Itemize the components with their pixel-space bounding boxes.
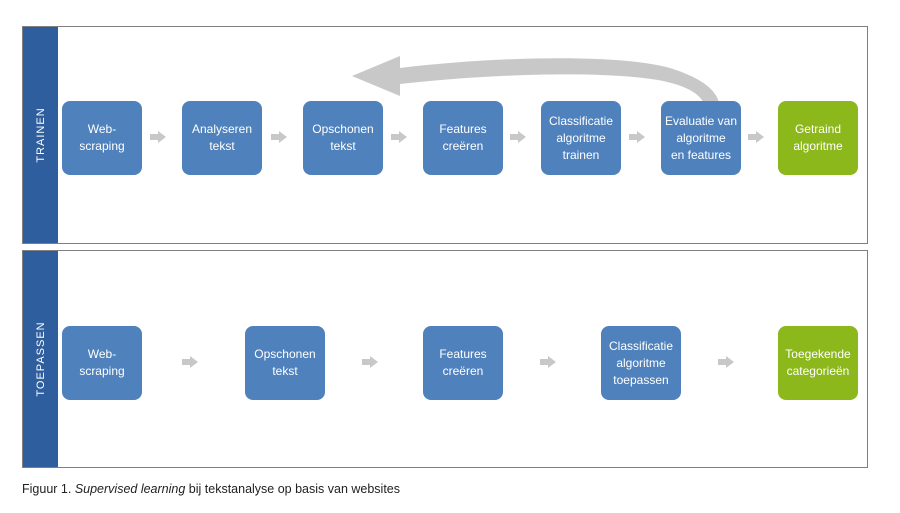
- train-step-analyseren: Analyseren tekst: [182, 101, 262, 175]
- train-label: TRAINEN: [34, 107, 47, 163]
- flow-arrow-icon: [629, 131, 645, 143]
- train-step-webscraping: Web- scraping: [62, 101, 142, 175]
- flow-arrow-icon: [748, 131, 764, 143]
- flow-arrow-icon: [540, 356, 556, 368]
- train-step-evaluatie: Evaluatie van algoritme en features: [661, 101, 741, 175]
- feedback-loop-arrow: [352, 56, 720, 110]
- flow-arrow-icon: [271, 131, 287, 143]
- figure-caption: Figuur 1. Supervised learning bij teksta…: [22, 482, 400, 496]
- apply-label: TOEPASSEN: [34, 321, 47, 397]
- train-step-opschonen: Opschonen tekst: [303, 101, 383, 175]
- caption-emphasis: Supervised learning: [74, 482, 186, 496]
- apply-step-opschonen: Opschonen tekst: [245, 326, 325, 400]
- caption-prefix: Figuur 1.: [22, 482, 75, 496]
- flow-arrow-icon: [150, 131, 166, 143]
- apply-side-bar: TOEPASSEN: [23, 251, 58, 467]
- flow-arrow-icon: [718, 356, 734, 368]
- flow-arrow-icon: [510, 131, 526, 143]
- apply-result: Toegekende categorieën: [778, 326, 858, 400]
- train-step-features: Features creëren: [423, 101, 503, 175]
- flow-arrow-icon: [182, 356, 198, 368]
- apply-panel: TOEPASSEN: [22, 250, 868, 468]
- train-step-classificatie: Classificatie algoritme trainen: [541, 101, 621, 175]
- train-result: Getraind algoritme: [778, 101, 858, 175]
- apply-step-webscraping: Web- scraping: [62, 326, 142, 400]
- flow-arrow-icon: [391, 131, 407, 143]
- caption-suffix: bij tekstanalyse op basis van websites: [185, 482, 401, 496]
- flow-arrow-icon: [362, 356, 378, 368]
- train-side-bar: TRAINEN: [23, 27, 58, 243]
- apply-step-classificatie: Classificatie algoritme toepassen: [601, 326, 681, 400]
- apply-step-features: Features creëren: [423, 326, 503, 400]
